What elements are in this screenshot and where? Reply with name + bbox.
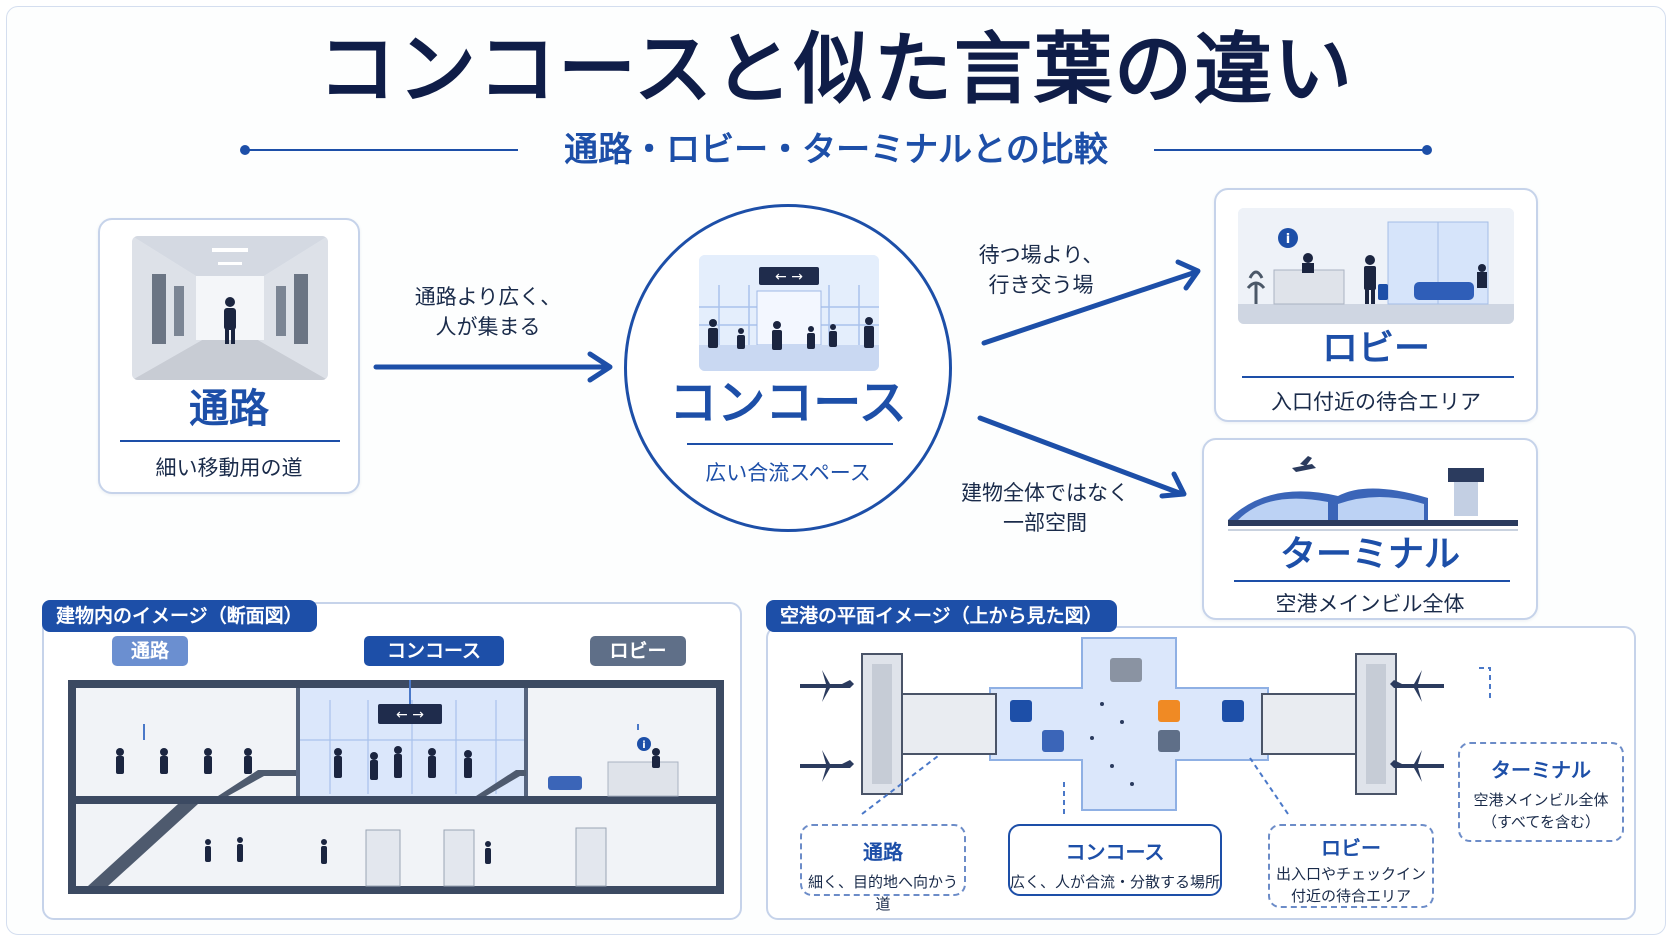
terminal-label: ターミナル [1279, 534, 1460, 575]
terminal-illustration [1228, 456, 1518, 531]
plan-connectors [861, 667, 1491, 815]
plan-callout-concourse-desc: 広く、人が合流・分散する場所 [1010, 873, 1221, 891]
concourse-label: コンコース [669, 375, 907, 431]
subtitle-left-line [246, 149, 518, 151]
plan-callout-terminal: ターミナル 空港メインビル全体 （すべてを含む） [1458, 742, 1624, 842]
arrow-note-to-terminal: 建物全体ではなく 一部空間 [950, 478, 1140, 538]
arrow-note-terminal-line1: 建物全体ではなく [961, 481, 1129, 505]
plan-callout-lobby: ロビー 出入口やチェックイン 付近の待合エリア [1268, 824, 1434, 908]
section-tag-concourse: コンコース [364, 636, 504, 666]
plan-illustration [800, 637, 1444, 811]
svg-text:i: i [1286, 232, 1290, 247]
svg-text:← →: ← → [775, 269, 803, 285]
section-tag-passage: 通路 [112, 636, 188, 666]
plan-callout-lobby-title: ロビー [1321, 836, 1381, 860]
concourse-rule [687, 443, 893, 445]
plan-callout-terminal-desc-line1: 空港メインビル全体 [1473, 791, 1609, 809]
concourse-circle: ← → コンコース 広い合流スペース [624, 204, 952, 532]
lobby-desc: 入口付近の待合エリア [1271, 390, 1481, 414]
plan-callout-lobby-desc-line1: 出入口やチェックイン [1275, 865, 1426, 883]
concourse-illustration: ← → [699, 255, 879, 371]
section-panel-title: 建物内のイメージ（断面図） [42, 600, 317, 632]
plan-callout-passage-desc: 細く、目的地へ向かう道 [807, 873, 958, 913]
plan-callout-concourse-title: コンコース [1065, 840, 1165, 864]
subtitle-left-dot [240, 145, 250, 155]
passage-rule [120, 440, 340, 442]
arrow-note-lobby-line1: 待つ場より、 [978, 243, 1104, 267]
plan-panel-title: 空港の平面イメージ（上から見た図） [766, 600, 1117, 632]
subtitle-right-dot [1422, 145, 1432, 155]
plan-callout-lobby-desc: 出入口やチェックイン 付近の待合エリア [1270, 863, 1432, 907]
svg-text:← →: ← → [396, 707, 424, 723]
subtitle-right-line [1154, 149, 1426, 151]
section-tag-lobby: ロビー [590, 636, 686, 666]
arrow-note-terminal-line2: 一部空間 [1003, 511, 1087, 535]
terminal-rule [1234, 580, 1510, 582]
arrow-note-lobby-line2: 行き交う場 [988, 273, 1094, 297]
terminal-card: ターミナル 空港メインビル全体 [1202, 438, 1538, 620]
passage-desc: 細い移動用の道 [155, 456, 303, 480]
lobby-rule [1242, 376, 1514, 378]
plan-callout-passage: 通路 細く、目的地へ向かう道 [800, 824, 966, 913]
lobby-illustration: i [1238, 208, 1514, 324]
arrow-note-line1: 通路より広く、 [414, 285, 562, 309]
arrow-note-to-concourse: 通路より広く、 人が集まる [398, 282, 578, 342]
terminal-desc: 空港メインビル全体 [1275, 592, 1465, 616]
corridor-illustration [132, 236, 328, 380]
section-panel: ← → i [42, 600, 742, 920]
passage-card: 通路 細い移動用の道 [98, 218, 360, 494]
plan-panel: 空港の平面イメージ（上から見た図） 通路 細く、目的地へ向かう道 コンコース 広… [766, 600, 1636, 920]
passage-label: 通路 [189, 386, 269, 432]
page-title: コンコースと似た言葉の違い [317, 25, 1355, 115]
arrow-note-to-lobby: 待つ場より、 行き交う場 [966, 240, 1116, 300]
page-subtitle: 通路・ロビー・ターミナルとの比較 [564, 130, 1108, 170]
plan-callout-passage-title: 通路 [863, 840, 903, 864]
lobby-card: i ロビー 入口付近の待合エリア [1214, 188, 1538, 422]
lobby-label: ロビー [1321, 328, 1430, 369]
plan-callout-concourse: コンコース 広く、人が合流・分散する場所 [1008, 824, 1222, 896]
plan-callout-terminal-desc: 空港メインビル全体 （すべてを含む） [1460, 789, 1622, 833]
section-illustration: ← → i [68, 680, 724, 894]
plan-callout-terminal-title: ターミナル [1491, 758, 1591, 782]
svg-text:i: i [642, 740, 645, 751]
subtitle-row: 通路・ロビー・ターミナルとの比較 [240, 130, 1432, 170]
plan-callout-terminal-desc-line2: （すべてを含む） [1481, 813, 1601, 831]
concourse-desc: 広い合流スペース [705, 461, 871, 485]
arrow-note-line2: 人が集まる [435, 315, 541, 339]
plan-callout-lobby-desc-line2: 付近の待合エリア [1290, 887, 1411, 905]
